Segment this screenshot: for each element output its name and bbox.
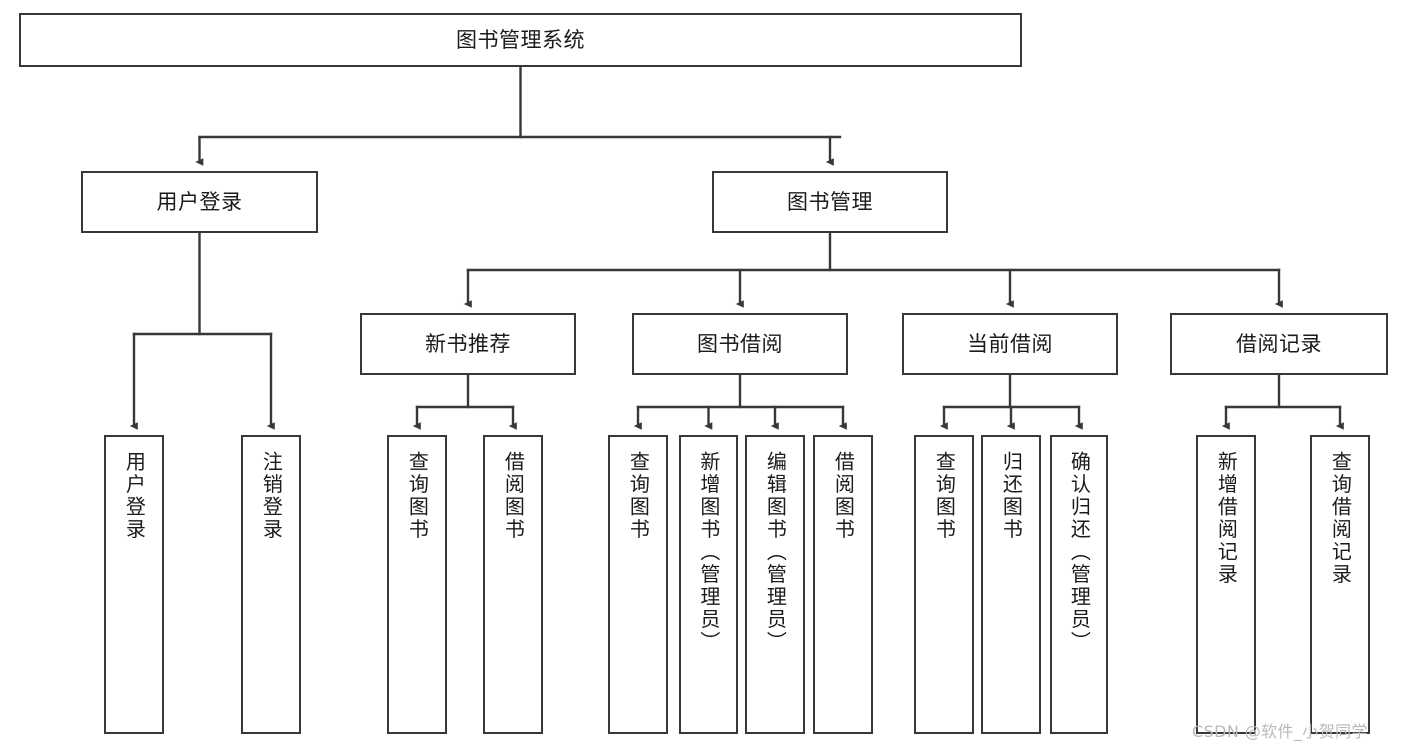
leaf-current-query-books[interactable]: 查询图书 bbox=[914, 435, 974, 734]
node-label: 查询图书 bbox=[626, 451, 651, 541]
leaf-current-return-books[interactable]: 归还图书 bbox=[981, 435, 1041, 734]
leaf-borrow-query-books[interactable]: 查询图书 bbox=[608, 435, 668, 734]
node-label: 借阅记录 bbox=[1236, 331, 1322, 356]
node-book-management-module[interactable]: 图书管理 bbox=[712, 171, 948, 233]
node-current-borrowing[interactable]: 当前借阅 bbox=[902, 313, 1118, 375]
node-label: 借阅图书 bbox=[831, 451, 856, 541]
node-label: 用户登录 bbox=[156, 189, 243, 214]
node-label: 新书推荐 bbox=[425, 331, 511, 356]
node-book-borrowing[interactable]: 图书借阅 bbox=[632, 313, 848, 375]
node-label: 查询借阅记录 bbox=[1328, 451, 1353, 586]
leaf-borrow-add-book-admin[interactable]: 新增图书（管理员） bbox=[679, 435, 738, 734]
leaf-current-confirm-return-admin[interactable]: 确认归还（管理员） bbox=[1050, 435, 1108, 734]
node-label: 查询图书 bbox=[932, 451, 957, 541]
leaf-newbook-query-books[interactable]: 查询图书 bbox=[387, 435, 447, 734]
leaf-user-logout[interactable]: 注销登录 bbox=[241, 435, 301, 734]
csdn-watermark: CSDN @软件_小贺同学 bbox=[1192, 722, 1368, 741]
node-label: 当前借阅 bbox=[967, 331, 1053, 356]
node-label: 编辑图书（管理员） bbox=[763, 451, 788, 654]
node-label: 查询图书 bbox=[405, 451, 430, 541]
node-label: 新增图书（管理员） bbox=[696, 451, 721, 654]
node-label: 用户登录 bbox=[122, 451, 147, 541]
node-user-login-module[interactable]: 用户登录 bbox=[81, 171, 318, 233]
node-borrowing-records[interactable]: 借阅记录 bbox=[1170, 313, 1388, 375]
node-label: 确认归还（管理员） bbox=[1067, 451, 1092, 654]
node-new-book-recommendation[interactable]: 新书推荐 bbox=[360, 313, 576, 375]
leaf-newbook-borrow-books[interactable]: 借阅图书 bbox=[483, 435, 543, 734]
node-label: 新增借阅记录 bbox=[1214, 451, 1239, 586]
node-label: 借阅图书 bbox=[501, 451, 526, 541]
node-label: 图书管理系统 bbox=[456, 27, 585, 52]
leaf-records-add-record[interactable]: 新增借阅记录 bbox=[1196, 435, 1256, 734]
leaf-borrow-edit-book-admin[interactable]: 编辑图书（管理员） bbox=[745, 435, 805, 734]
node-root-system[interactable]: 图书管理系统 bbox=[19, 13, 1022, 67]
leaf-records-query-record[interactable]: 查询借阅记录 bbox=[1310, 435, 1370, 734]
node-label: 归还图书 bbox=[999, 451, 1024, 541]
leaf-user-login[interactable]: 用户登录 bbox=[104, 435, 164, 734]
node-label: 图书管理 bbox=[787, 189, 873, 214]
leaf-borrow-lend-books[interactable]: 借阅图书 bbox=[813, 435, 873, 734]
node-label: 图书借阅 bbox=[697, 331, 783, 356]
node-label: 注销登录 bbox=[259, 451, 284, 541]
